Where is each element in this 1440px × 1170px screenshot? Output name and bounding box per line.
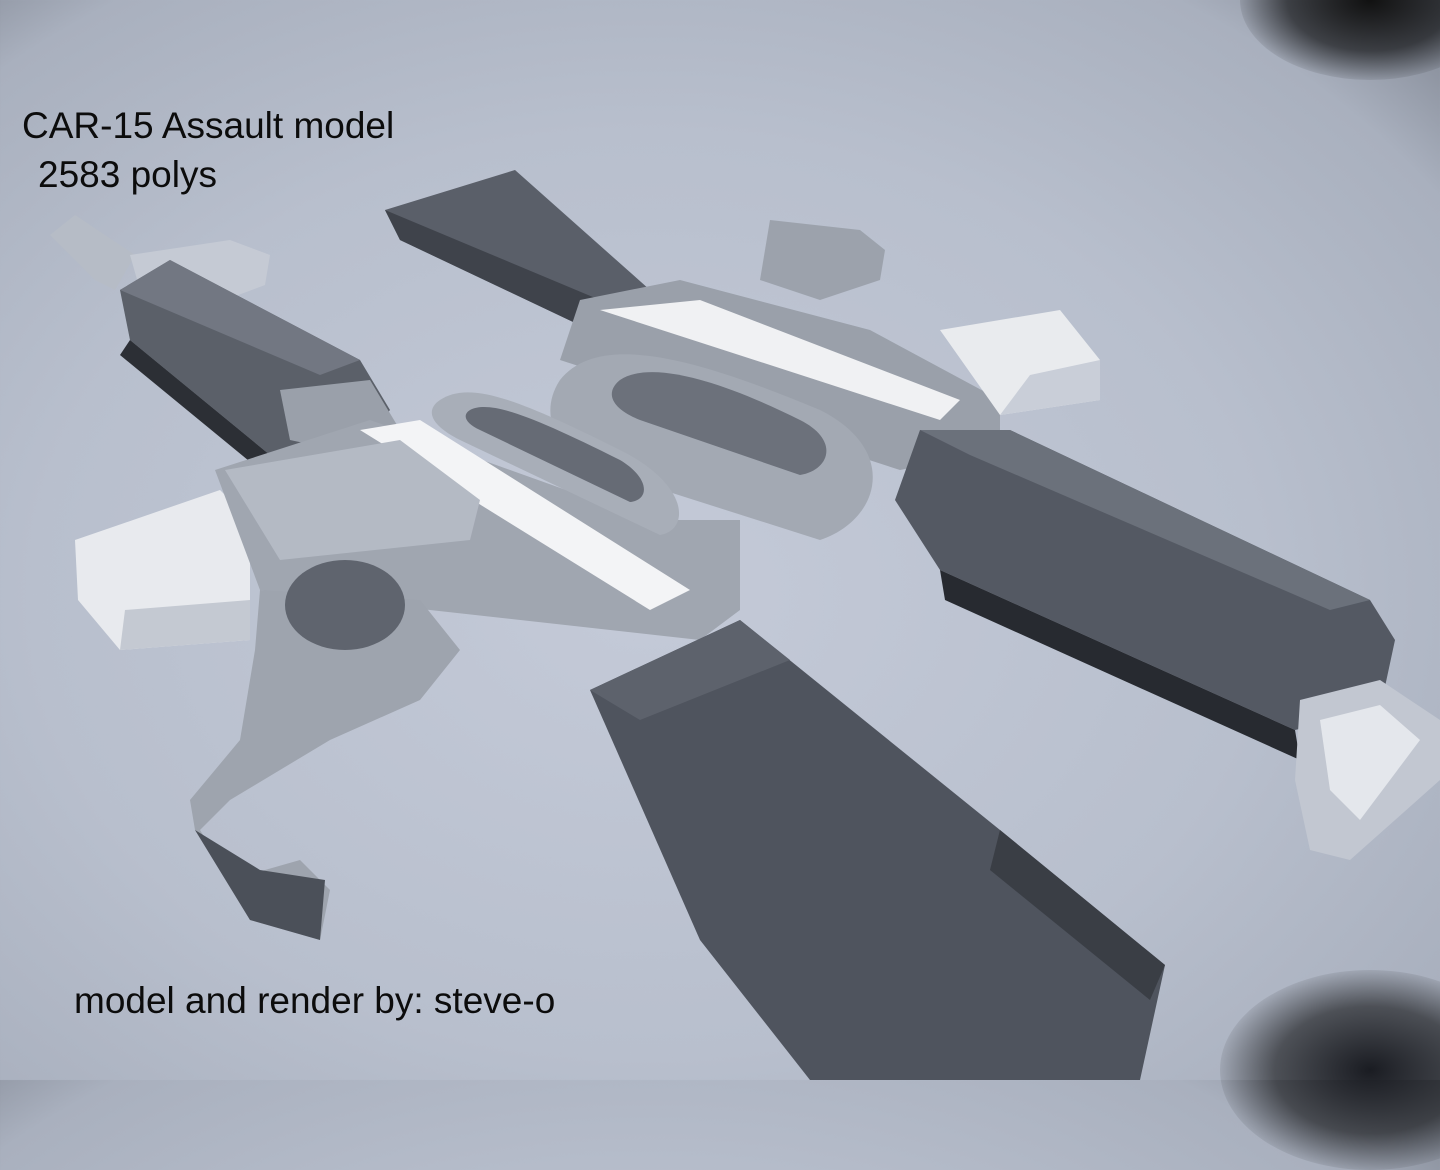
poly-count: 2583 polys: [38, 154, 217, 195]
rifle-a: [50, 215, 1165, 1080]
rifle-render: [50, 170, 1440, 1080]
author-credit: model and render by: steve-o: [74, 980, 556, 1021]
rifle-b: [385, 170, 1440, 860]
model-title: CAR-15 Assault model: [22, 105, 395, 146]
